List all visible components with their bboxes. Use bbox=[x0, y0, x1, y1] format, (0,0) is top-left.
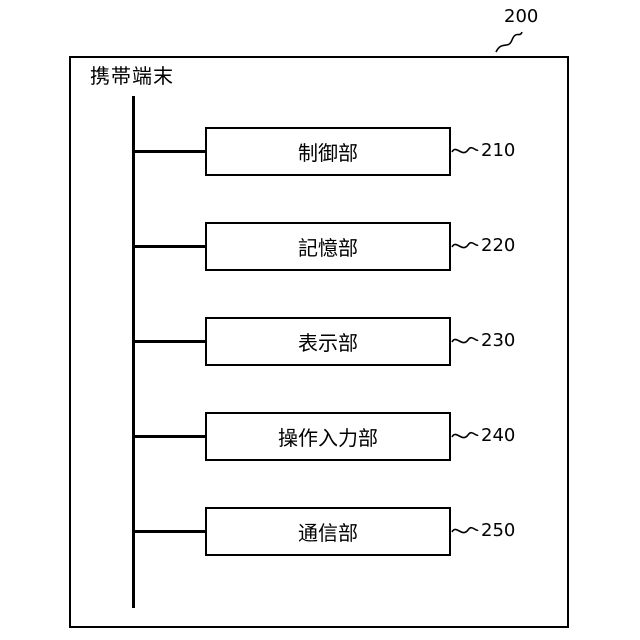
block-label: 制御部 bbox=[298, 137, 358, 166]
block-storage-unit: 記憶部 bbox=[205, 222, 451, 271]
block-display-unit: 表示部 bbox=[205, 317, 451, 366]
block-label: 通信部 bbox=[298, 517, 358, 546]
bus-branch-display bbox=[133, 340, 207, 343]
device-label: 携帯端末 bbox=[90, 64, 174, 88]
bus-branch-communication bbox=[133, 530, 207, 533]
block-operation-input-unit: 操作入力部 bbox=[205, 412, 451, 461]
block-control-unit: 制御部 bbox=[205, 127, 451, 176]
block-ref-number: 220 bbox=[481, 235, 515, 257]
bus-branch-input bbox=[133, 435, 207, 438]
block-label: 操作入力部 bbox=[278, 422, 378, 451]
block-label: 記憶部 bbox=[298, 232, 358, 261]
block-ref-number: 240 bbox=[481, 425, 515, 447]
block-ref-number: 210 bbox=[481, 140, 515, 162]
block-ref-number: 230 bbox=[481, 330, 515, 352]
block-communication-unit: 通信部 bbox=[205, 507, 451, 556]
block-label: 表示部 bbox=[298, 327, 358, 356]
ref-200-leader bbox=[496, 32, 522, 52]
bus-branch-control bbox=[133, 150, 207, 153]
device-ref-number: 200 bbox=[504, 6, 538, 28]
bus-branch-storage bbox=[133, 245, 207, 248]
block-ref-number: 250 bbox=[481, 520, 515, 542]
